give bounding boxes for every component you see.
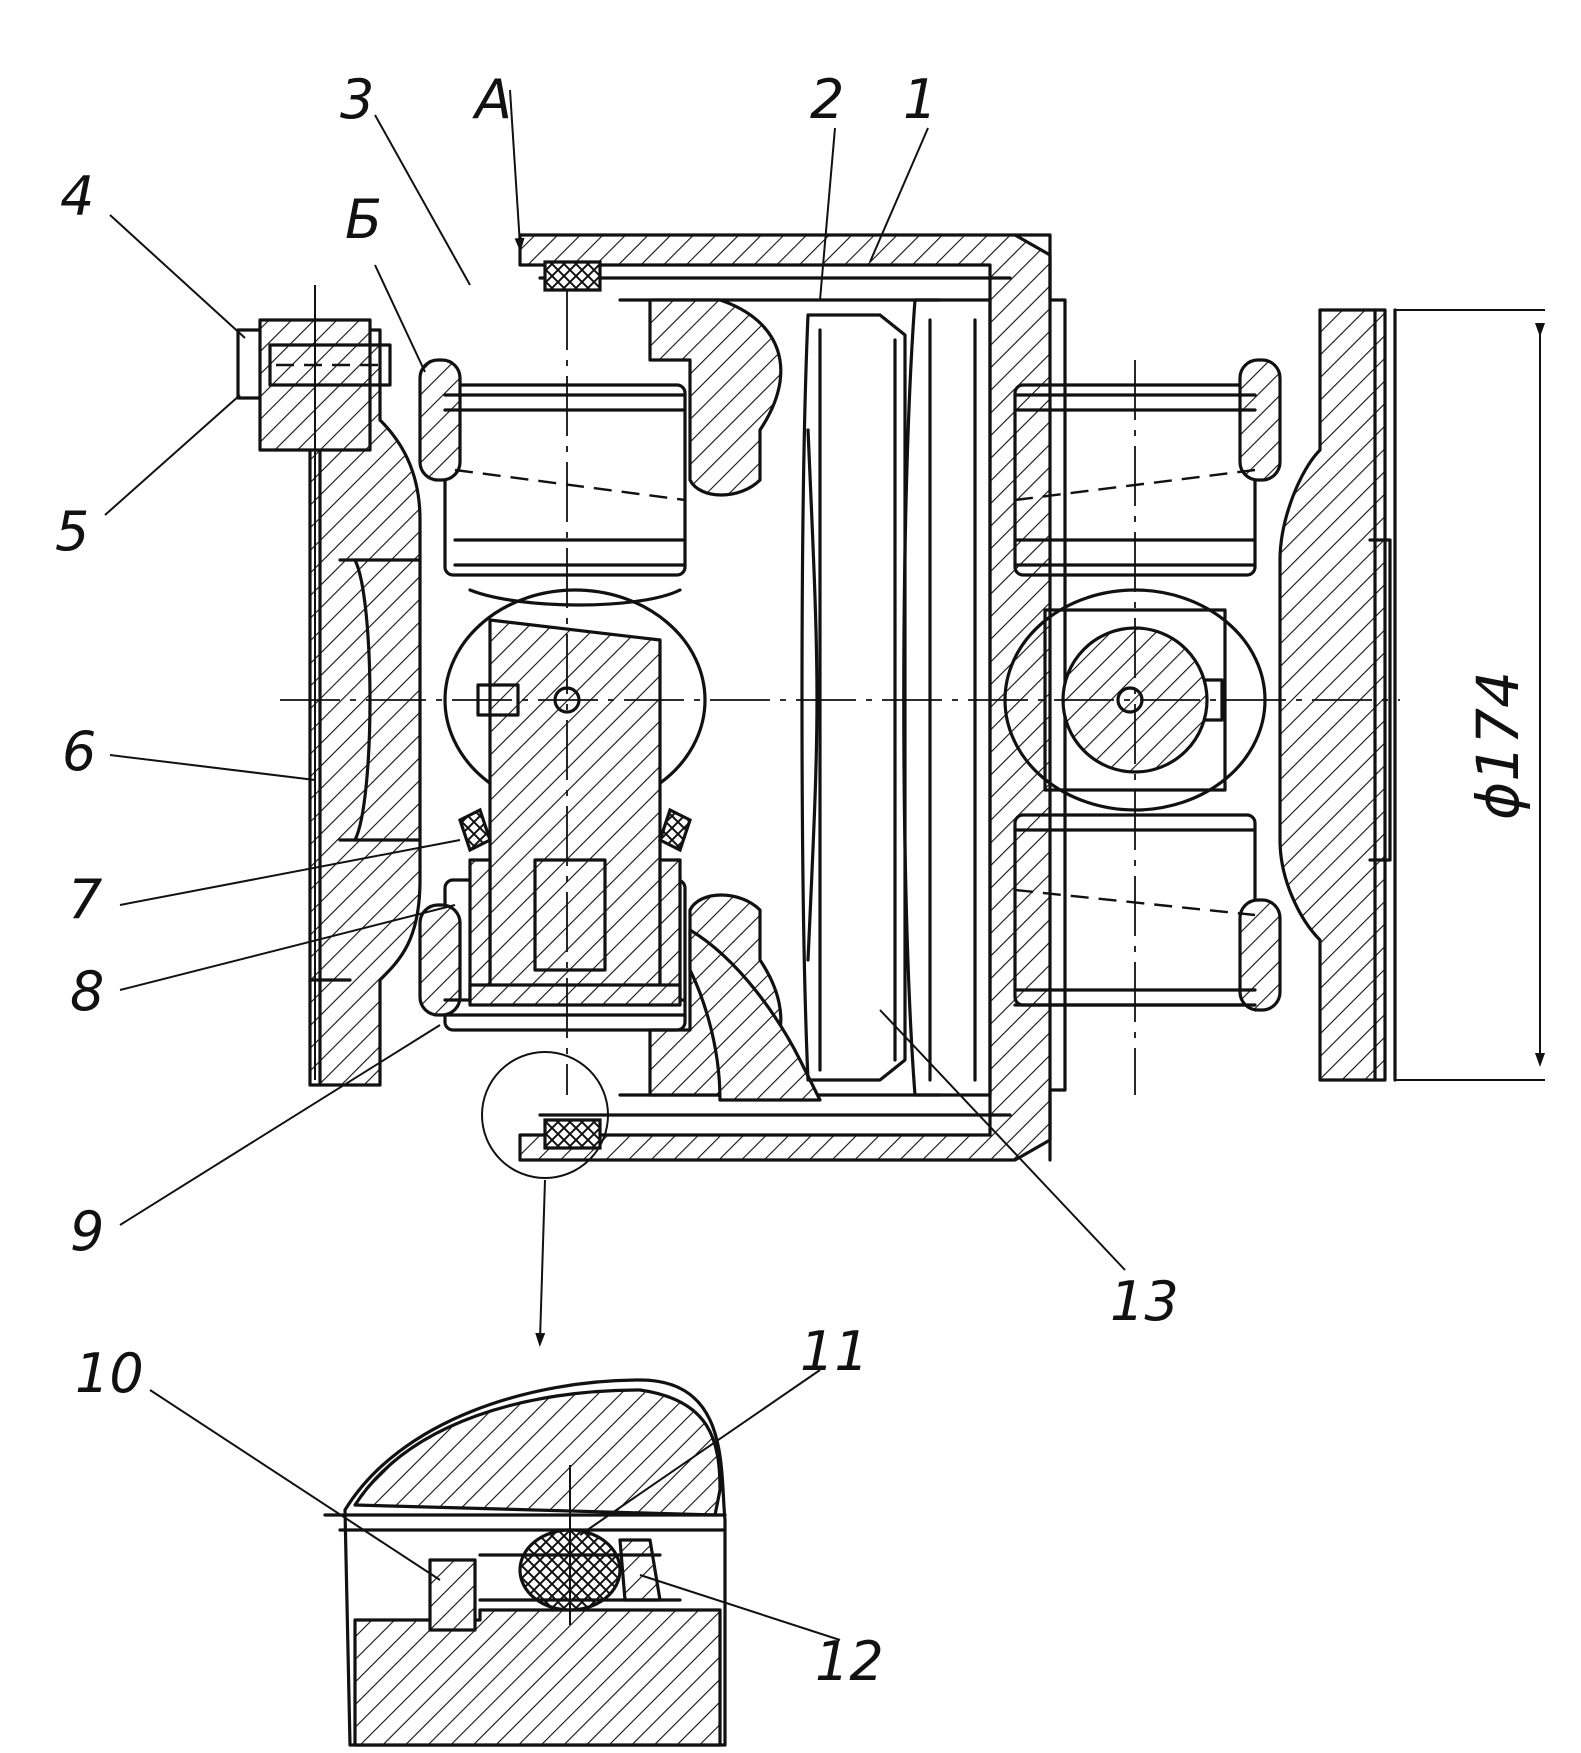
leader-8	[119, 904, 456, 991]
label-5: 5	[55, 500, 89, 563]
label-10: 10	[75, 1342, 144, 1405]
leader-9	[119, 1024, 441, 1226]
leader-6	[109, 754, 316, 781]
label-6: 6	[62, 720, 96, 783]
callout-labels: 1 2 3 4 5 6 7 8 9 10 11 12 13 A Б	[55, 68, 1179, 1693]
leader-1	[869, 127, 929, 263]
label-A: A	[472, 68, 512, 131]
label-13: 13	[1110, 1270, 1179, 1333]
housing-flange	[1013, 233, 1067, 1162]
label-1: 1	[903, 68, 937, 131]
seal-7-left	[458, 807, 492, 853]
leader-3	[374, 114, 471, 286]
bolt-shank	[268, 343, 392, 387]
cup-lip-lower-left	[418, 903, 462, 1017]
detail-circle	[481, 1051, 609, 1179]
detail-view	[149, 1369, 841, 1747]
bearing-cup-upper-left	[443, 383, 687, 577]
dimension-extension	[1395, 309, 1545, 1081]
left-flange	[308, 328, 422, 1087]
seal-top	[543, 260, 602, 292]
right-flange	[1278, 308, 1387, 1082]
leader-13	[879, 1009, 1126, 1271]
leader-B	[374, 264, 426, 373]
main-section-view: ϕ174	[104, 89, 1545, 1347]
label-8: 8	[70, 960, 104, 1023]
seal-bottom	[543, 1118, 602, 1150]
detail-outline	[343, 1378, 727, 1747]
leader-5	[104, 394, 241, 516]
fork-yoke-upper	[648, 298, 783, 497]
label-12: 12	[815, 1630, 884, 1693]
detail-lower-hatch	[353, 1608, 722, 1747]
cup-bottom-9	[468, 983, 682, 1007]
leader-10	[149, 1389, 441, 1581]
label-7: 7	[68, 868, 102, 931]
leader-7	[119, 839, 461, 906]
disk-13-outline	[902, 298, 992, 1097]
detail-upper-hatch	[353, 1388, 722, 1517]
label-4: 4	[60, 165, 94, 228]
spider-shaft-section	[488, 618, 662, 992]
housing-sleeve	[518, 233, 1052, 1162]
label-B: Б	[345, 188, 382, 251]
leader-A	[509, 89, 525, 252]
dimension-label: ϕ174	[1464, 671, 1532, 820]
cup-lip-upper-left	[418, 358, 462, 482]
leader-11	[579, 1369, 821, 1536]
disk-2-outline	[800, 313, 907, 1082]
leader-12	[639, 1574, 841, 1641]
seal-7-right	[658, 807, 692, 853]
ring-10	[428, 1558, 477, 1632]
leader-2	[819, 127, 836, 301]
label-9: 9	[70, 1200, 104, 1263]
backup-ring-12	[618, 1538, 662, 1602]
grease-channel	[533, 858, 607, 972]
label-3: 3	[340, 68, 374, 131]
housing-inner-line	[538, 276, 1012, 1117]
label-2: 2	[810, 68, 844, 131]
leader-4	[109, 214, 246, 339]
label-11: 11	[800, 1320, 869, 1383]
detail-arrow	[535, 1179, 546, 1347]
